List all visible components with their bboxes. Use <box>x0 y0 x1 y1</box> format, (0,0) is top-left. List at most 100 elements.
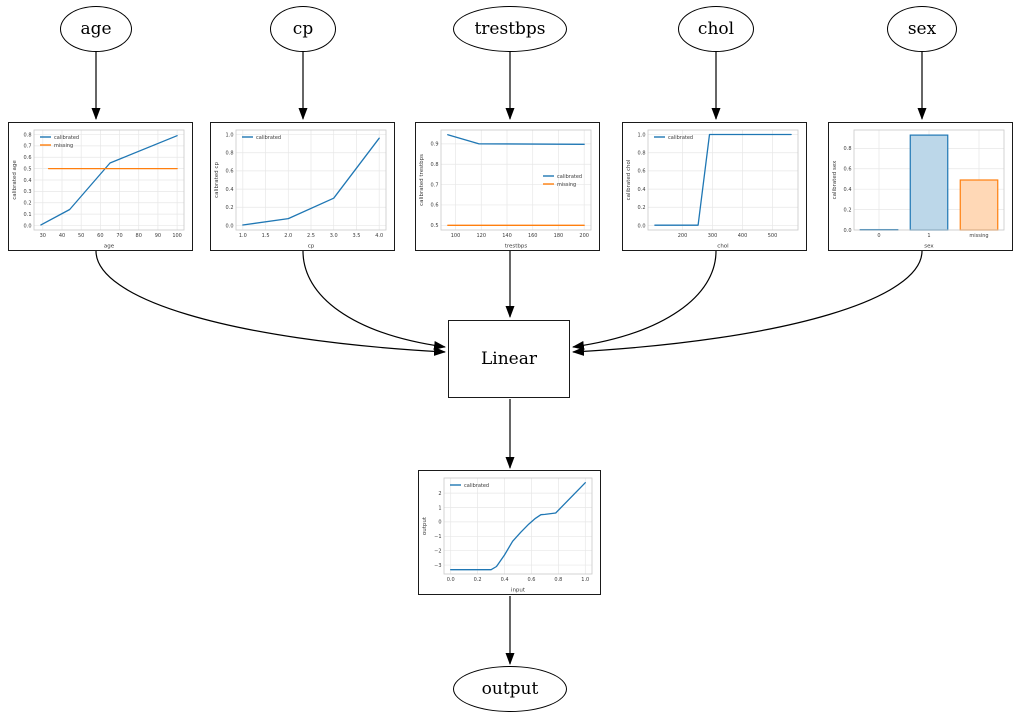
svg-text:0: 0 <box>877 233 880 239</box>
svg-text:160: 160 <box>528 233 538 239</box>
svg-text:1.5: 1.5 <box>262 233 270 239</box>
svg-text:1.0: 1.0 <box>581 577 589 583</box>
svg-text:calibrated trestbps: calibrated trestbps <box>419 154 425 206</box>
svg-text:0.6: 0.6 <box>431 203 439 209</box>
svg-text:calibrated: calibrated <box>256 135 281 141</box>
svg-text:200: 200 <box>579 233 589 239</box>
svg-text:120: 120 <box>476 233 486 239</box>
svg-text:−2: −2 <box>434 548 441 554</box>
svg-text:300: 300 <box>708 233 718 239</box>
svg-text:calibrated age: calibrated age <box>12 160 18 200</box>
chol-calibration-chart: 200 300 400 500 0.0 0.2 0.4 0.6 0.8 1.0 chol calibr… <box>626 129 799 250</box>
svg-text:1: 1 <box>927 233 930 239</box>
svg-text:−3: −3 <box>434 563 441 569</box>
svg-text:0.0: 0.0 <box>844 228 852 234</box>
svg-text:calibrated chol: calibrated chol <box>626 159 632 200</box>
svg-text:calibrated: calibrated <box>54 135 79 141</box>
svg-text:0.4: 0.4 <box>226 187 234 193</box>
svg-text:90: 90 <box>155 233 161 239</box>
svg-text:sex: sex <box>924 244 934 250</box>
node-cp-label: cp <box>292 19 314 39</box>
svg-text:0.7: 0.7 <box>431 182 439 188</box>
svg-text:2: 2 <box>438 491 441 497</box>
svg-text:0.6: 0.6 <box>24 155 32 161</box>
svg-text:calibrated sex: calibrated sex <box>832 160 838 200</box>
svg-text:40: 40 <box>59 233 65 239</box>
svg-text:0.0: 0.0 <box>24 223 32 229</box>
svg-text:80: 80 <box>136 233 142 239</box>
svg-text:1.0: 1.0 <box>226 132 234 138</box>
svg-text:1.0: 1.0 <box>638 132 646 138</box>
svg-text:input: input <box>511 588 526 594</box>
node-trestbps: trestbps <box>453 6 567 52</box>
svg-text:1: 1 <box>438 505 441 511</box>
svg-text:missing: missing <box>557 182 576 188</box>
node-sex-label: sex <box>907 19 937 39</box>
svg-text:0.4: 0.4 <box>844 187 852 193</box>
svg-text:0.0: 0.0 <box>447 577 455 583</box>
svg-text:0.9: 0.9 <box>431 142 439 148</box>
svg-text:0.0: 0.0 <box>226 223 234 229</box>
node-output-label: output <box>481 679 539 699</box>
svg-text:trestbps: trestbps <box>505 244 528 250</box>
svg-text:0.2: 0.2 <box>226 205 234 211</box>
age-calibration-chart: 30 40 50 60 70 80 90 100 0.0 0.1 0.2 0.3 0.4 0.5 0.6 0.… <box>12 129 185 250</box>
svg-text:60: 60 <box>97 233 103 239</box>
svg-text:50: 50 <box>78 233 84 239</box>
svg-text:0.8: 0.8 <box>431 162 439 168</box>
svg-text:0.3: 0.3 <box>24 189 32 195</box>
svg-text:0.6: 0.6 <box>226 169 234 175</box>
svg-text:0.8: 0.8 <box>554 577 562 583</box>
svg-text:calibrated: calibrated <box>557 174 582 180</box>
svg-text:400: 400 <box>738 233 748 239</box>
svg-text:chol: chol <box>717 244 729 250</box>
node-chol: chol <box>678 6 754 52</box>
svg-text:0.2: 0.2 <box>24 201 32 207</box>
node-age: age <box>60 6 132 52</box>
node-trestbps-label: trestbps <box>474 19 546 39</box>
svg-text:calibrated: calibrated <box>464 483 489 489</box>
svg-text:−1: −1 <box>434 534 441 540</box>
svg-text:3.0: 3.0 <box>330 233 338 239</box>
svg-text:0.7: 0.7 <box>24 144 32 150</box>
svg-text:cp: cp <box>308 244 315 250</box>
svg-text:0.6: 0.6 <box>638 169 646 175</box>
node-output: output <box>453 666 567 712</box>
svg-text:0.5: 0.5 <box>24 166 32 172</box>
svg-text:0.0: 0.0 <box>638 223 646 229</box>
svg-text:0.4: 0.4 <box>638 187 646 193</box>
svg-text:4.0: 4.0 <box>375 233 383 239</box>
svg-text:0.2: 0.2 <box>638 205 646 211</box>
chol-calibrator-plot: 200 300 400 500 0.0 0.2 0.4 0.6 0.8 1.0 chol calibr… <box>622 122 807 251</box>
svg-text:30: 30 <box>40 233 46 239</box>
svg-text:0.1: 0.1 <box>24 212 32 218</box>
svg-text:3.5: 3.5 <box>352 233 360 239</box>
svg-text:180: 180 <box>554 233 564 239</box>
svg-text:0.2: 0.2 <box>474 577 482 583</box>
svg-text:0.8: 0.8 <box>844 146 852 152</box>
svg-text:70: 70 <box>116 233 122 239</box>
svg-text:0: 0 <box>438 520 441 526</box>
svg-text:0.2: 0.2 <box>844 207 852 213</box>
svg-text:200: 200 <box>678 233 688 239</box>
svg-text:calibrated cp: calibrated cp <box>214 162 220 198</box>
svg-text:missing: missing <box>969 233 988 239</box>
svg-text:2.0: 2.0 <box>284 233 292 239</box>
svg-text:0.6: 0.6 <box>844 167 852 173</box>
svg-text:0.6: 0.6 <box>527 577 535 583</box>
age-calibrator-plot: 30 40 50 60 70 80 90 100 0.0 0.1 0.2 0.3 0.4 0.5 0.6 0.… <box>8 122 193 251</box>
svg-text:0.4: 0.4 <box>24 178 32 184</box>
svg-text:0.8: 0.8 <box>638 151 646 157</box>
node-linear-label: Linear <box>481 349 537 369</box>
svg-text:100: 100 <box>172 233 182 239</box>
svg-text:500: 500 <box>768 233 778 239</box>
sex-calibration-chart: 0 1 missing 0.0 0.2 0.4 0.6 0.8 sex calibrated se… <box>832 129 1005 250</box>
node-age-label: age <box>80 19 112 39</box>
